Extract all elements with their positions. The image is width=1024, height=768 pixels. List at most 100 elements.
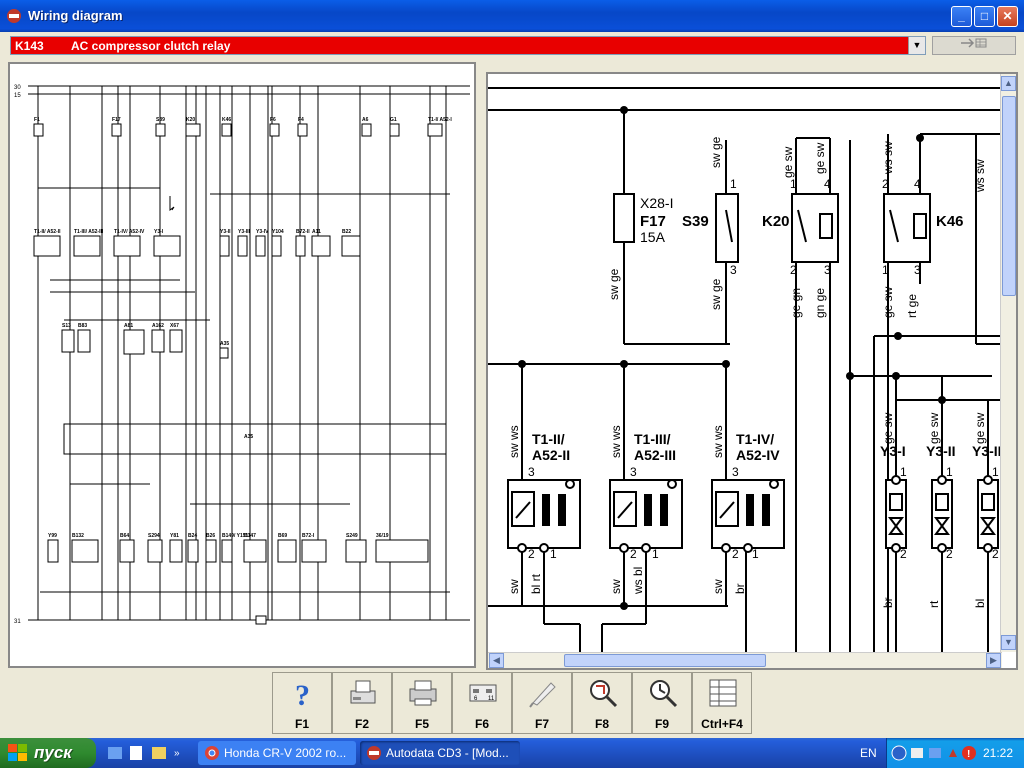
wire-label: sw ws [711,425,725,458]
scroll-right-icon[interactable]: ▶ [986,653,1001,668]
valve-y3 [977,479,999,549]
valve-y3 [931,479,953,549]
vertical-scrollbar[interactable]: ▲ ▼ [1000,74,1016,652]
windows-logo-icon [8,744,27,761]
clock: 21:22 [983,746,1014,760]
vertical-scroll-thumb[interactable] [1002,96,1016,296]
component-label: T1-IV/ A52-IV [114,229,145,235]
fuse-f17 [613,193,635,243]
horizontal-scrollbar[interactable]: ◀ ▶ [488,652,1002,668]
pin-number: 2 [882,177,889,191]
component-label: B132 [72,533,84,539]
maximize-button[interactable]: □ [974,6,995,27]
zoom-button[interactable]: F8 [572,672,632,734]
chrome-icon [205,746,219,760]
wire-label: ge sw [973,412,987,444]
component-label: S39 [156,117,165,123]
table-button[interactable]: Ctrl+F4 [692,672,752,734]
task-honda[interactable]: Honda CR-V 2002 го... [198,741,356,765]
pin-number: 1 [946,465,953,479]
go-button[interactable] [932,36,1016,55]
wire-label: ge sw [927,412,941,444]
start-button[interactable]: пуск [0,738,96,768]
fax-button[interactable]: F2 [332,672,392,734]
component-label: F4 [298,117,304,123]
wire-label: ge gn [789,288,803,318]
component-label: F6 [270,117,276,123]
language-indicator[interactable]: EN [860,746,877,760]
fuse-code: X28-I [640,195,673,211]
component-label: B22 [342,229,351,235]
fax-icon [350,680,376,704]
pin-number: 1 [550,547,557,561]
pin-number: 3 [528,465,535,479]
wire-label: sw [711,579,725,594]
wire-label: ws bl [631,567,645,595]
component-label: Y3-II [220,229,231,235]
component-label: B72-II [296,229,310,235]
quick-launch-icons[interactable]: » [108,745,188,761]
help-icon: ? [295,679,310,709]
component-description: AC compressor clutch relay [71,39,231,53]
horizontal-scroll-thumb[interactable] [564,654,766,667]
svg-text:11: 11 [488,696,495,702]
rail-label: 15 [14,93,21,99]
detail-diagram: X28-I F17 15A S39 K20 K46 T1-II/A52-IIT1… [488,87,1000,652]
pin-number: 3 [630,465,637,479]
relay-label: A52-IV [736,447,780,463]
fuse-name: F17 [640,213,666,230]
component-label: B26 [206,533,215,539]
go-arrow-icon [961,38,987,48]
component-label: A162 [152,323,164,329]
chevron-down-icon[interactable]: ▼ [908,37,925,54]
component-label: X67 [170,323,179,329]
pin-number: 2 [630,547,637,561]
pin-number: 1 [730,177,737,191]
locate-button[interactable]: F9 [632,672,692,734]
relay-label: T1-IV/ [736,431,774,447]
relay-label: A52-II [532,447,570,463]
close-button[interactable]: ✕ [997,6,1018,27]
component-label: Y3-IV [256,229,269,235]
pin-number: 3 [730,263,737,277]
scroll-up-icon[interactable]: ▲ [1001,76,1016,91]
pin-number: 2 [946,547,953,561]
fuse-rating: 15A [640,229,666,245]
rail-label: 31 [14,619,21,625]
switch-label: S39 [682,213,709,230]
component-label: A35 [220,341,229,347]
rail-label: 30 [14,85,21,91]
wire-label: gn ge [813,288,827,318]
print-button[interactable]: F5 [392,672,452,734]
zoom-icon [590,680,618,708]
pin-number: 3 [914,263,921,277]
help-button[interactable]: ? F1 [272,672,332,734]
wire-label: br [881,597,895,608]
component-label: T1-I/ A52-I [428,117,452,123]
wire-label: sw ge [607,268,621,300]
autodata-icon [367,746,381,760]
component-label: T1-II/ A52-II [34,229,61,235]
task-autodata[interactable]: Autodata CD3 - [Mod... [360,741,520,765]
title-bar[interactable]: Wiring diagram _ □ ✕ [0,0,1024,32]
component-label: B24 [188,533,197,539]
wire-label: sw [507,579,521,594]
scroll-down-icon[interactable]: ▼ [1001,635,1016,650]
scroll-left-icon[interactable]: ◀ [489,653,504,668]
svg-text:!: ! [967,749,970,760]
component-select[interactable]: K143 AC compressor clutch relay ▼ [10,36,926,55]
minimize-button[interactable]: _ [951,6,972,27]
component-label: T1-III/ A52-III [74,229,104,235]
pin-number: 3 [824,263,831,277]
component-label: S13 [62,323,71,329]
valve-y3 [885,479,907,549]
wire-label: bl [973,599,987,608]
probe-button[interactable]: F7 [512,672,572,734]
component-label: Y81 [170,533,179,539]
tray-icons[interactable]: ! [891,745,977,761]
